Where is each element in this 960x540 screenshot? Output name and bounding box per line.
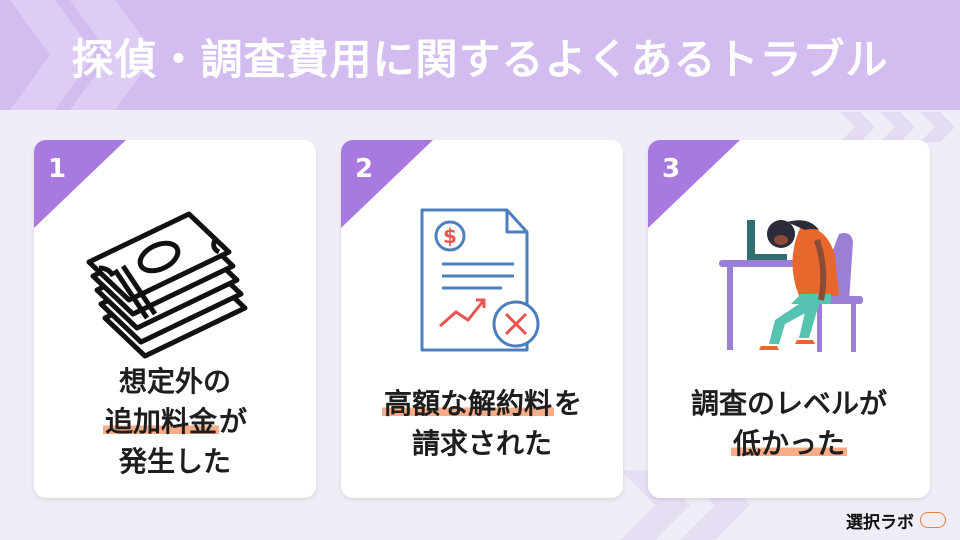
caption-line: 追加料金が [34,402,316,442]
card-caption: 高額な解約料を 請求された [341,384,623,464]
header-banner: 探偵・調査費用に関するよくあるトラブル [0,0,960,110]
brand-name: 選択ラボ [846,512,914,533]
number-corner-badge [648,140,740,228]
page-title: 探偵・調査費用に関するよくあるトラブル [71,35,889,84]
caption-line: 想定外の [34,362,316,402]
caption-line: 発生した [34,442,316,482]
caption-highlight: 追加料金 [102,405,219,438]
card-caption: 調査のレベルが 低かった [648,384,930,464]
caption-text: 発生した [118,445,231,478]
caption-line: 低かった [648,424,930,464]
caption-line: 請求された [341,424,623,464]
brand-logo: 選択ラボ [846,508,946,533]
caption-line: 調査のレベルが [648,384,930,424]
caption-text: を [554,387,583,420]
trouble-card-3: 3 調査のレベルが 低かった [648,140,930,498]
caption-highlight: 高額な解約料 [381,387,554,420]
chevron-decoration-icon [840,112,955,142]
caption-text: 調査のレベルが [690,387,887,420]
caption-text: 請求された [411,427,552,460]
card-number: 3 [662,154,681,184]
svg-text:$: $ [443,224,457,248]
trouble-card-2: 2 $ 高額な解約料を 請求された [341,140,623,498]
money-stack-icon [86,211,248,359]
invoice-cancel-icon: $ [420,208,540,352]
card-number: 1 [48,154,67,184]
caption-text: 想定外の [118,365,231,398]
caption-text: が [219,405,248,438]
card-number: 2 [355,154,374,184]
caption-line: 高額な解約料を [341,384,623,424]
trouble-card-1: 1 想定外の 追加料金が 発生した [34,140,316,498]
caption-highlight: 低かった [730,427,847,460]
card-caption: 想定外の 追加料金が 発生した [34,362,316,482]
chevron-decoration-icon [10,0,150,110]
number-corner-badge [341,140,433,228]
logo-seal-icon [920,512,946,528]
exhausted-woman-icon [719,220,863,352]
number-corner-badge [34,140,126,228]
